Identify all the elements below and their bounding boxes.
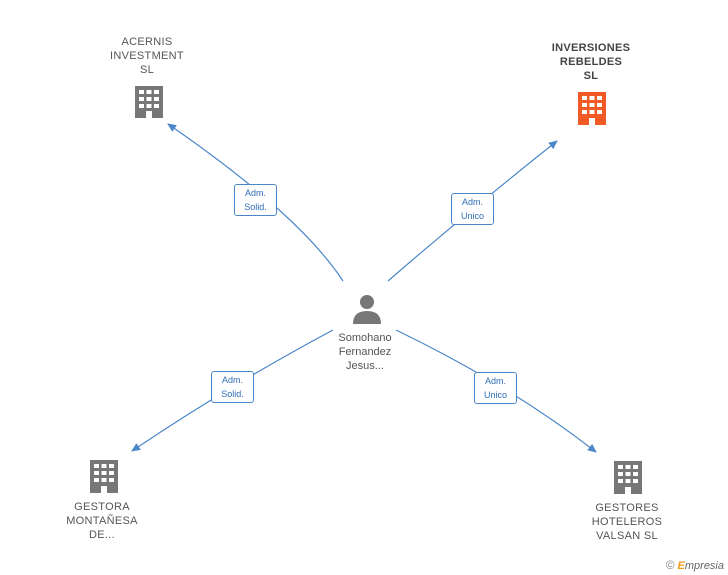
company-label-gestora[interactable]: GESTORA MONTAÑESA DE... [66, 501, 138, 541]
building-icon[interactable] [614, 461, 642, 494]
brand-name: mpresia [684, 560, 724, 572]
building-icon[interactable] [135, 86, 163, 118]
company-label-acernis[interactable]: ACERNIS INVESTMENT SL [110, 36, 184, 76]
relation-label-inversiones: Adm. Unico [451, 193, 494, 225]
company-label-gestores[interactable]: GESTORES HOTELEROS VALSAN SL [591, 502, 663, 542]
brand-initial: E [677, 560, 685, 572]
edge-acernis [167, 123, 344, 282]
relation-label-gestora: Adm. Solid. [211, 371, 254, 403]
copyright-icon: © [665, 558, 675, 572]
relation-label-acernis: Adm. Solid. [234, 184, 277, 216]
person-label[interactable]: Somohano Fernandez Jesus... [338, 332, 392, 372]
relation-label-gestores: Adm. Unico [474, 372, 517, 404]
building-icon[interactable] [578, 92, 606, 125]
person-icon[interactable] [353, 295, 381, 324]
building-icon[interactable] [90, 460, 118, 493]
company-label-inversiones[interactable]: INVERSIONES REBELDES SL [551, 42, 631, 82]
footer-brand: ©Empresia [666, 558, 724, 572]
